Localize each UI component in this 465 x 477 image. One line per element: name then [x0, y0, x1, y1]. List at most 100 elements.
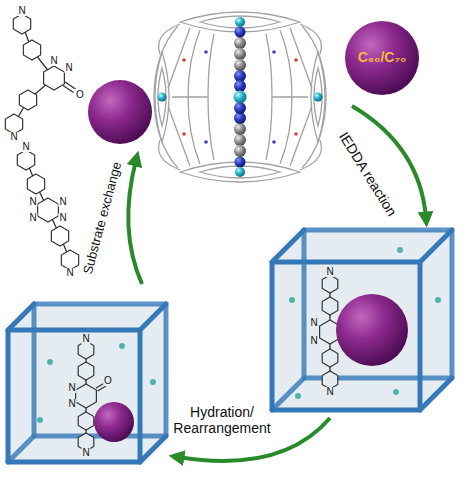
cage-cube [272, 378, 304, 410]
ring [78, 362, 94, 380]
atom-label: O [75, 90, 85, 100]
cage-cube [272, 230, 304, 262]
ring [322, 349, 338, 367]
metal-dot [150, 379, 156, 385]
ring [51, 226, 68, 246]
ring [13, 14, 30, 34]
cage-atom [314, 93, 323, 102]
cage-cube [8, 304, 166, 462]
ring [5, 14, 64, 134]
ring [17, 150, 34, 170]
atom-label: N [65, 268, 74, 278]
cage-cube [8, 304, 166, 462]
bond-line [26, 160, 70, 260]
metal-dot [397, 247, 403, 253]
metal-dot [435, 297, 441, 303]
cage-frame [290, 106, 312, 166]
cage-cube [8, 304, 166, 462]
atom-label: N [28, 213, 37, 223]
cage-cube [8, 330, 140, 462]
cage-frame [159, 24, 180, 54]
atom-label: N [67, 383, 76, 393]
guest-column [235, 17, 245, 27]
atom-label: N [9, 132, 18, 142]
ring [17, 150, 78, 270]
cage-cube [8, 436, 34, 462]
cage-frame [300, 140, 321, 170]
guest-sphere [336, 294, 408, 366]
guest-sphere [336, 294, 408, 366]
guest-sphere [88, 80, 152, 144]
step-label: IEDDA reaction [337, 130, 400, 219]
cage-cube [140, 304, 166, 330]
atom-label: N [67, 399, 76, 409]
cage-atom [294, 58, 298, 62]
cage-frame [168, 28, 190, 88]
step-label: Hydration/ Rearrangement [167, 404, 277, 436]
guest-column [234, 123, 246, 135]
ring [44, 66, 65, 90]
ring [78, 412, 94, 430]
cage-cube [8, 304, 34, 330]
ring [38, 198, 59, 222]
guest-column [234, 80, 246, 92]
ring [322, 297, 338, 315]
atom-label: N [28, 197, 37, 207]
cage-cube [272, 230, 452, 410]
guest-column [234, 17, 247, 177]
atom-label: N [325, 387, 334, 397]
guest-sphere [94, 402, 134, 442]
bond-line [14, 24, 76, 124]
cage-cube [304, 230, 452, 378]
cage-cube [272, 230, 452, 410]
guest-column [234, 59, 246, 71]
sphere-shape [345, 21, 419, 95]
ring [76, 384, 97, 408]
cage-cube [420, 378, 452, 410]
ring [27, 174, 44, 194]
atom-label: N [64, 63, 73, 73]
cycle-arrow [128, 160, 142, 284]
guest-column [234, 145, 246, 157]
cage-atom [182, 132, 186, 136]
cage-cube [272, 262, 420, 410]
cage-atom [204, 50, 208, 54]
cage-frame [314, 68, 322, 126]
cage-cube [140, 436, 166, 462]
cage-frame [272, 96, 308, 97]
guest-column [235, 167, 245, 177]
ring [76, 341, 97, 451]
atom-label: N [309, 318, 318, 328]
bond-line [98, 386, 107, 391]
fullerene-sphere: C₆₀/C₇₀ [344, 20, 420, 96]
cage-atom [272, 140, 276, 144]
cage-frame [172, 96, 208, 97]
atom-label: N [325, 267, 334, 277]
cage-atom [294, 132, 298, 136]
step-label: Substrate exchange [81, 160, 123, 275]
guest-column [234, 37, 246, 49]
node-text: C₆₀/C₇₀ [358, 50, 407, 65]
cage-atom [158, 50, 323, 144]
guest-column [234, 48, 246, 60]
metal-dot [37, 417, 43, 423]
cage-atom [272, 50, 276, 54]
ring [5, 114, 22, 134]
guest-sphere [88, 80, 152, 144]
metal-dot [393, 389, 399, 395]
ring [322, 275, 338, 293]
cage-atom [204, 140, 208, 144]
cage-atom [182, 58, 186, 62]
guest-sphere [94, 402, 134, 442]
guest-column [234, 134, 246, 146]
metal-dot [289, 297, 295, 303]
metal-dot [295, 393, 301, 399]
guest-column [234, 102, 246, 114]
atom-label: N [58, 213, 67, 223]
cage-frame [290, 28, 312, 88]
cage-cube [272, 230, 452, 410]
atom-label: N [21, 142, 30, 152]
metal-dot [119, 343, 125, 349]
atom-label: N [81, 334, 90, 344]
